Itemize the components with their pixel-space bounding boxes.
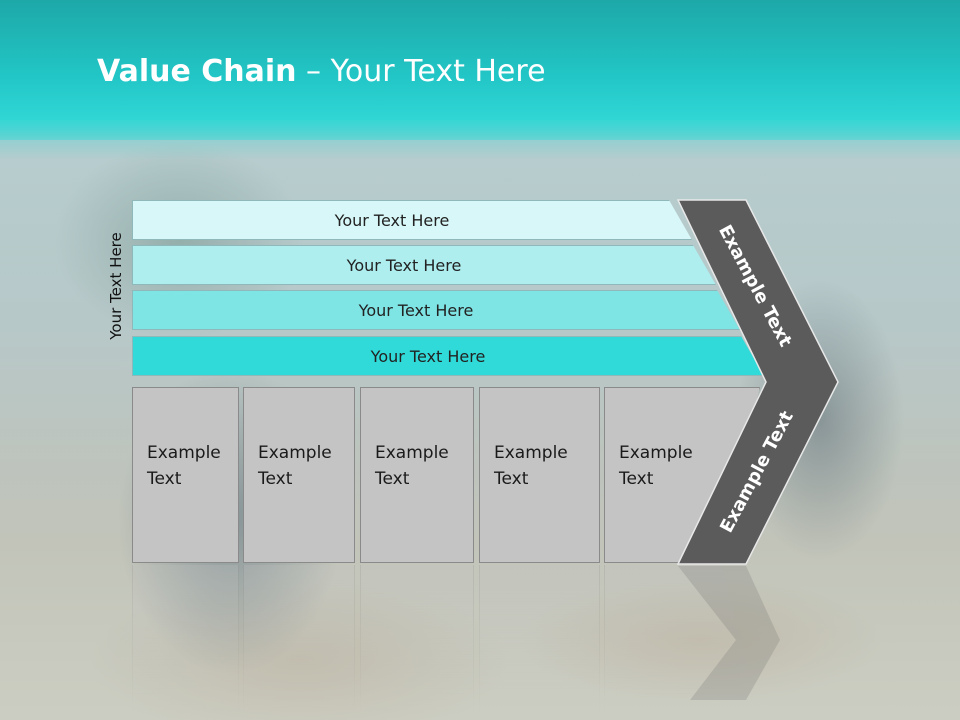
- activity-box-3-line2: Text: [375, 469, 410, 489]
- bar-3-label: Your Text Here: [358, 300, 474, 320]
- header-fade: [0, 120, 960, 160]
- activity-box-5-line1: Example: [619, 443, 693, 463]
- activity-box-1[interactable]: Example Text: [132, 387, 239, 563]
- activity-boxes: Example Text Example Text Example Text E…: [132, 387, 762, 563]
- activity-box-4[interactable]: Example Text: [479, 387, 600, 563]
- activity-box-1-line1: Example: [147, 443, 221, 463]
- activity-box-2-line1: Example: [258, 443, 332, 463]
- bar-1[interactable]: Your Text Here: [132, 200, 692, 240]
- bar-4[interactable]: Your Text Here: [132, 336, 764, 376]
- header-band: [0, 0, 960, 140]
- bar-2-label: Your Text Here: [346, 255, 462, 275]
- bar-1-label: Your Text Here: [334, 210, 450, 230]
- slide-title[interactable]: Value Chain – Your Text Here: [97, 54, 546, 89]
- bar-2[interactable]: Your Text Here: [132, 245, 716, 285]
- activity-box-3-line1: Example: [375, 443, 449, 463]
- title-rest: – Your Text Here: [296, 54, 546, 89]
- activity-box-2[interactable]: Example Text: [243, 387, 355, 563]
- activity-box-3[interactable]: Example Text: [360, 387, 474, 563]
- activity-box-4-line2: Text: [494, 469, 529, 489]
- activity-box-4-line1: Example: [494, 443, 568, 463]
- activity-box-5-line2: Text: [619, 469, 654, 489]
- bar-4-label: Your Text Here: [370, 346, 486, 366]
- activity-box-2-line2: Text: [258, 469, 293, 489]
- activity-box-1-line2: Text: [147, 469, 182, 489]
- bar-3[interactable]: Your Text Here: [132, 290, 740, 330]
- title-bold: Value Chain: [97, 54, 297, 89]
